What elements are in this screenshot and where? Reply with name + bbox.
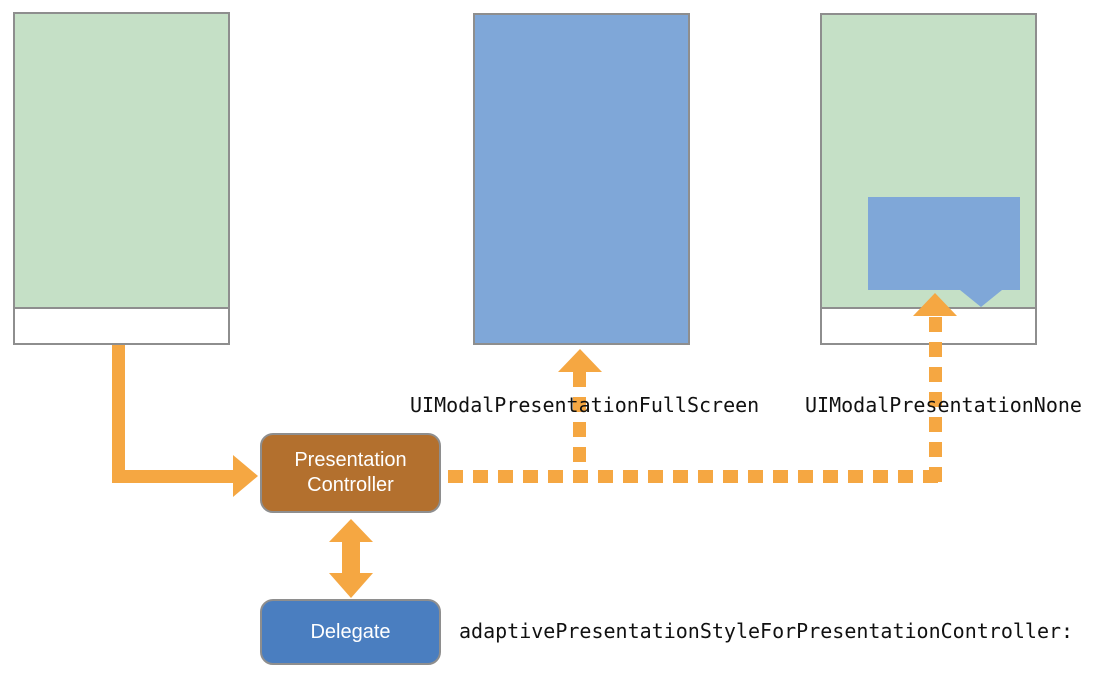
source-view-frame	[13, 12, 230, 345]
fullscreen-arrow-up-head-icon	[558, 349, 602, 372]
fullscreen-view-frame	[473, 13, 690, 345]
popover-arrow-up-head-icon	[913, 293, 957, 316]
presentation-controller-label-line1: Presentation	[294, 449, 407, 471]
source-arrow-right-head-icon	[233, 455, 258, 497]
source-view-content	[15, 14, 228, 309]
delegate-arrow-shaft	[342, 542, 360, 574]
delegate-arrow-down-head-icon	[329, 573, 373, 598]
delegate-arrow-up-head-icon	[329, 519, 373, 542]
popover-view	[868, 197, 1020, 290]
popover-tail	[960, 290, 1002, 307]
label-uimodalpresentationfullscreen: UIModalPresentationFullScreen	[410, 393, 760, 417]
delegate-node: Delegate	[260, 599, 441, 665]
source-arrow-vertical-segment	[112, 345, 125, 483]
source-arrow-horizontal-segment	[112, 470, 233, 483]
presentation-controller-label-line2: Controller	[307, 474, 394, 496]
label-adaptive-presentation-method: adaptivePresentationStyleForPresentation…	[459, 619, 1074, 643]
label-uimodalpresentationnone: UIModalPresentationNone	[805, 393, 1082, 417]
dashed-connector-none	[929, 317, 942, 483]
presentation-controller-node: Presentation Controller	[260, 433, 441, 513]
delegate-label: Delegate	[310, 620, 391, 643]
source-view-bottom-bar	[15, 309, 228, 343]
dashed-connector-fullscreen	[573, 372, 586, 483]
dashed-connector-horizontal	[448, 470, 943, 483]
